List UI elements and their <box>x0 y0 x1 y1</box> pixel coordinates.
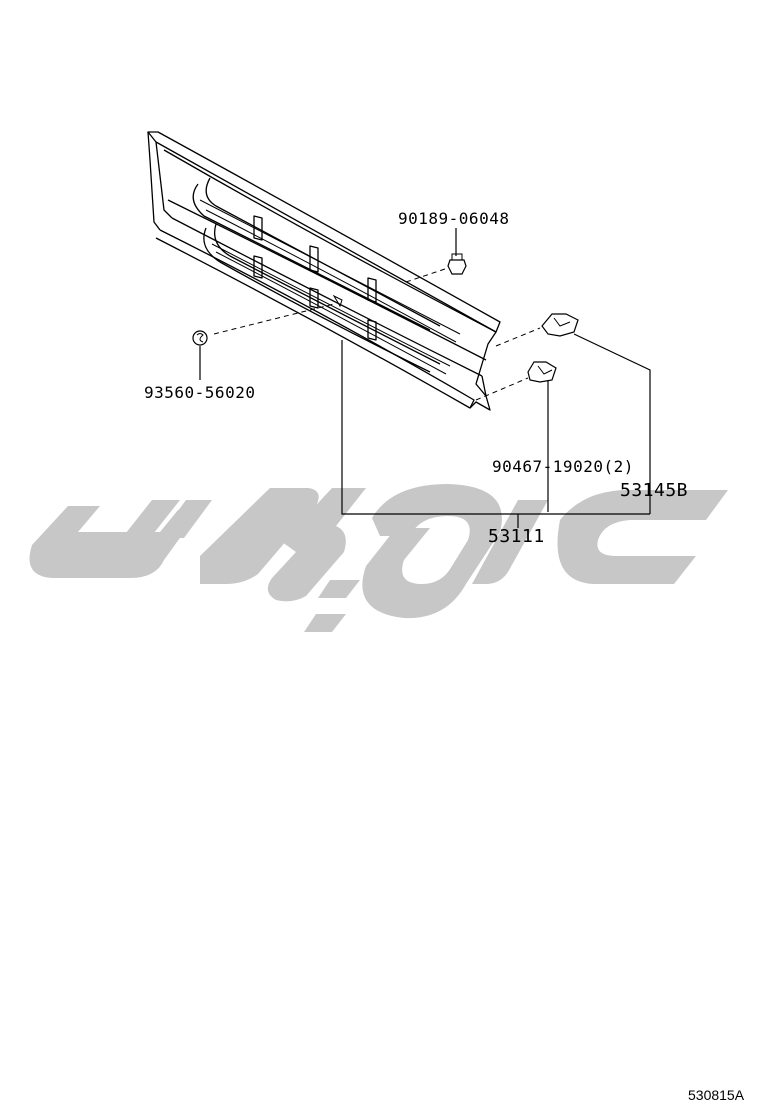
label-bracket: 53145B <box>620 480 688 501</box>
grille-drawing <box>147 131 501 411</box>
leader-lines <box>199 228 651 528</box>
assembly-lines <box>213 267 541 401</box>
label-grille: 53111 <box>488 526 545 547</box>
clip-icon <box>527 361 557 383</box>
label-clip: 90467-19020(2) <box>492 457 634 476</box>
bracket-icon <box>541 313 579 337</box>
figure-code: 530815A <box>688 1087 745 1103</box>
watermark-logo <box>29 484 728 632</box>
label-clip-nut: 90189-06048 <box>398 209 509 228</box>
label-emblem-nut: 93560-56020 <box>144 383 255 402</box>
clip-nut-icon <box>447 253 467 275</box>
emblem-nut-icon <box>192 330 208 346</box>
